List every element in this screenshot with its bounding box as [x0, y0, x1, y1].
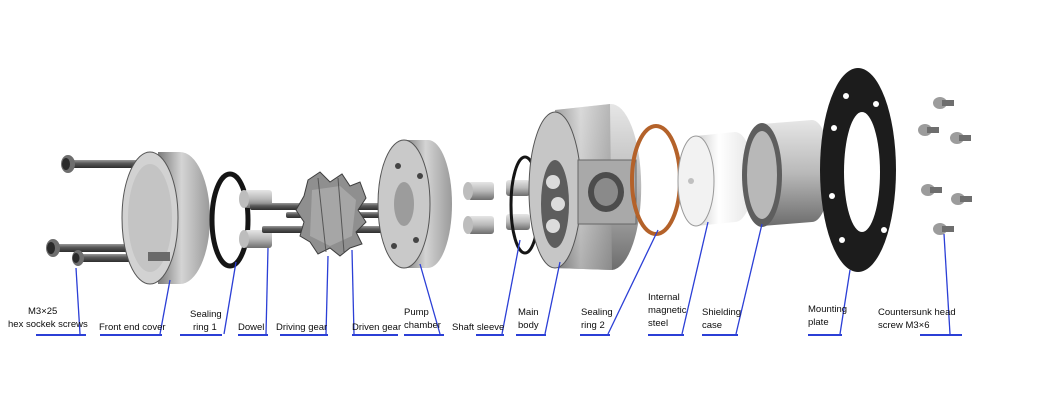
- underline-magnetic-steel: [648, 334, 684, 336]
- sealing-ring-1: [209, 171, 251, 269]
- label-mounting-plate: Mounting plate: [808, 303, 847, 329]
- label-mounting-plate-line2: plate: [808, 317, 829, 328]
- label-main-body: Main body: [518, 306, 539, 332]
- label-shielding-case: Shielding case: [702, 306, 741, 332]
- underline-front-end-cover: [100, 334, 162, 336]
- label-dowel-text: Dowel: [238, 322, 265, 333]
- underline-driving-gear: [280, 334, 328, 336]
- label-sealing-ring-1-line1: Sealing: [190, 309, 222, 320]
- label-magnetic-steel-line3: steel: [648, 318, 669, 329]
- label-front-end-cover: Front end cover: [99, 321, 166, 334]
- hex-socket-screws: [46, 155, 164, 266]
- label-countersunk-line1: Countersunk head: [878, 307, 956, 318]
- underline-shielding-case: [702, 334, 738, 336]
- label-mounting-plate-line1: Mounting: [808, 304, 848, 315]
- internal-magnetic-steel: [677, 132, 754, 227]
- label-shielding-case-line2: case: [702, 320, 723, 331]
- label-pump-chamber: Pump chamber: [404, 306, 441, 332]
- label-internal-magnetic-steel: Internal magnetic steel: [648, 291, 687, 330]
- shaft-sleeves: [463, 180, 530, 234]
- front-end-cover: [121, 151, 210, 285]
- underline-driven-gear: [352, 334, 398, 336]
- label-hex-screws-line1: M3×25: [28, 306, 58, 317]
- label-shaft-sleeve: Shaft sleeve: [452, 321, 504, 334]
- label-front-end-cover-text: Front end cover: [99, 322, 166, 333]
- dowels: [239, 190, 272, 248]
- gears: [295, 171, 367, 257]
- underline-main-body: [516, 334, 546, 336]
- underline-sealing-ring-2: [580, 334, 610, 336]
- label-pump-chamber-line1: Pump: [404, 307, 429, 318]
- label-sealing-ring-2-line1: Sealing: [581, 307, 613, 318]
- label-driven-gear: Driven gear: [352, 321, 401, 334]
- label-hex-screws: M3×25 hex sockek screws: [8, 305, 88, 331]
- label-main-body-line2: body: [518, 320, 539, 331]
- label-shielding-case-line1: Shielding: [702, 307, 742, 318]
- main-body: [509, 103, 642, 270]
- underline-sealing-ring-1: [180, 334, 222, 336]
- label-sealing-ring-1-line2: ring 1: [193, 322, 217, 333]
- label-sealing-ring-1: Sealing ring 1: [190, 308, 222, 334]
- countersunk-screws: [918, 97, 972, 235]
- underline-pump-chamber: [404, 334, 444, 336]
- underline-countersunk-screw: [920, 334, 962, 336]
- underline-dowel: [238, 334, 268, 336]
- label-main-body-line1: Main: [518, 307, 539, 318]
- leader-lines: [75, 221, 951, 335]
- label-countersunk-screw: Countersunk head screw M3×6: [878, 306, 956, 332]
- mounting-plate: [820, 68, 896, 272]
- pump-chamber: [377, 139, 452, 269]
- label-hex-screws-line2: hex sockek screws: [8, 319, 88, 330]
- underline-mounting-plate: [808, 334, 842, 336]
- label-driving-gear-text: Driving gear: [276, 322, 328, 333]
- label-sealing-ring-2-line2: ring 2: [581, 320, 605, 331]
- label-dowel: Dowel: [238, 321, 264, 334]
- label-driving-gear: Driving gear: [276, 321, 327, 334]
- label-shaft-sleeve-text: Shaft sleeve: [452, 322, 505, 333]
- label-magnetic-steel-line1: Internal: [648, 292, 680, 303]
- label-magnetic-steel-line2: magnetic: [648, 305, 687, 316]
- underline-hex-screws: [36, 334, 86, 336]
- label-countersunk-line2: screw M3×6: [878, 320, 930, 331]
- label-driven-gear-text: Driven gear: [352, 322, 402, 333]
- shielding-case: [742, 120, 831, 227]
- label-sealing-ring-2: Sealing ring 2: [581, 306, 613, 332]
- underline-shaft-sleeve: [476, 334, 504, 336]
- label-pump-chamber-line2: chamber: [404, 320, 441, 331]
